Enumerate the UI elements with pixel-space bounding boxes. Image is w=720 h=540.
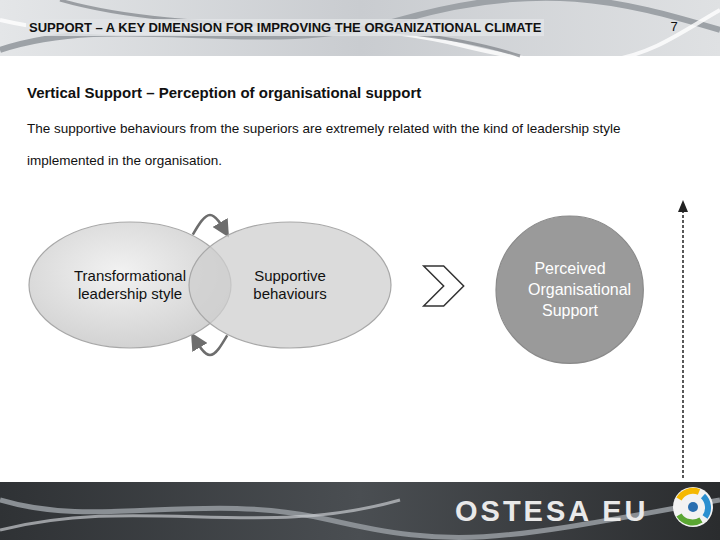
behaviour-ellipse: Supportive behaviours — [188, 221, 392, 349]
cycle-arrow — [193, 215, 227, 235]
node-label: Supportive behaviours — [228, 267, 353, 303]
node-label: Transformational leadership style — [68, 267, 193, 303]
header-image — [0, 0, 720, 63]
brand-name: OSTESA EU — [455, 494, 675, 528]
support-circle: Perceived Organisational Support — [495, 215, 644, 364]
vertical-dashed-arrow — [678, 200, 688, 478]
node-label: Perceived Organisational Support — [528, 258, 612, 321]
slide-title: SUPPORT – A KEY DIMENSION FOR IMPROVING … — [26, 19, 544, 36]
body-text: The supportive behaviours from the super… — [27, 113, 667, 177]
cycle-arrow — [193, 335, 227, 355]
section-heading: Vertical Support – Perception of organis… — [27, 84, 647, 102]
logo-mark — [673, 487, 713, 527]
chevron-arrow — [424, 266, 464, 306]
footer-image — [0, 482, 720, 540]
page-number: 7 — [664, 19, 684, 35]
